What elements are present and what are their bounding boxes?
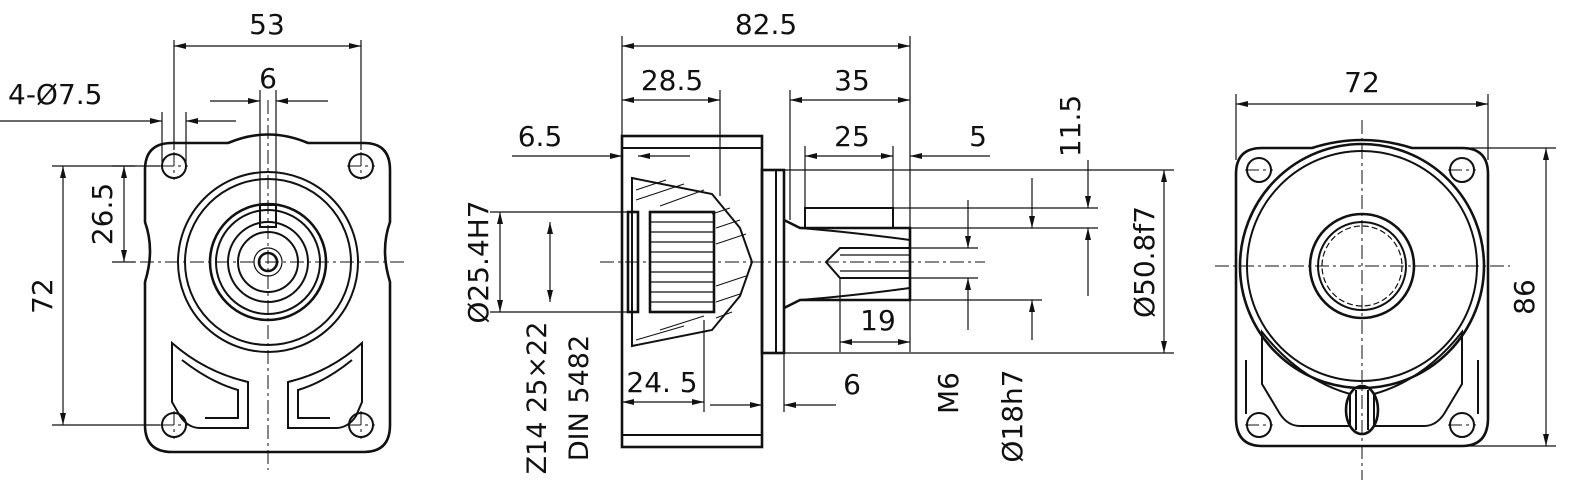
dim-bolt-holes: 4-Ø7.5: [8, 78, 103, 111]
side-section: [631, 176, 754, 348]
dim-rear-height: 86: [1508, 279, 1541, 315]
dim-thread: M6: [932, 372, 965, 414]
front-flange-outline: [143, 133, 392, 454]
dim-center-height: 26.5: [86, 183, 119, 245]
dim-shaft-fit: Ø18h7: [996, 369, 1029, 462]
front-pocket-left-inner: [181, 359, 239, 419]
front-pocket-right-inner: [297, 359, 353, 419]
dim-flange-length: 28.5: [641, 64, 703, 97]
side-shaft: [783, 218, 912, 310]
rear-view: 72 86: [1215, 66, 1556, 480]
rear-web-right: [1373, 329, 1463, 427]
side-thread-hole: [824, 247, 910, 279]
front-view: 53 4-Ø7.5 6 72 26.5: [0, 8, 408, 470]
dim-front-height: 72: [26, 278, 59, 314]
dim-overall-length: 82.5: [735, 8, 797, 41]
dim-front-width: 53: [249, 8, 285, 41]
dim-bore-fit: Ø25.4H7: [462, 200, 495, 323]
dim-spline-depth: 24. 5: [626, 366, 697, 399]
dim-key-depth: 11.5: [1054, 95, 1087, 157]
dim-front-key: 6: [259, 62, 277, 95]
front-pocket-left: [171, 340, 249, 429]
side-section-hatch: [635, 179, 747, 341]
dim-pilot-fit: Ø50.8f7: [1128, 206, 1161, 318]
dim-key-length: 25: [834, 120, 870, 153]
dim-rear-width: 72: [1344, 66, 1380, 99]
dim-shaft-length: 35: [834, 64, 870, 97]
rear-flange-outline: [1234, 138, 1490, 448]
dim-flange-thickness: 6: [843, 368, 861, 401]
front-pocket-right: [287, 340, 363, 429]
side-key: [804, 207, 894, 229]
side-view: 82.5 28.5 35 25 5 6.5 11.5 Ø50.8f7 Ø25.4…: [462, 8, 1174, 474]
dim-key-offset: 5: [969, 120, 987, 153]
dim-spline-standard: DIN 5482: [564, 335, 595, 461]
dim-spline-spec: Z14 25×22: [522, 322, 553, 475]
dim-spigot-offset: 6.5: [518, 120, 563, 153]
rear-web-left: [1261, 329, 1351, 427]
dim-thread-depth: 19: [860, 304, 896, 337]
